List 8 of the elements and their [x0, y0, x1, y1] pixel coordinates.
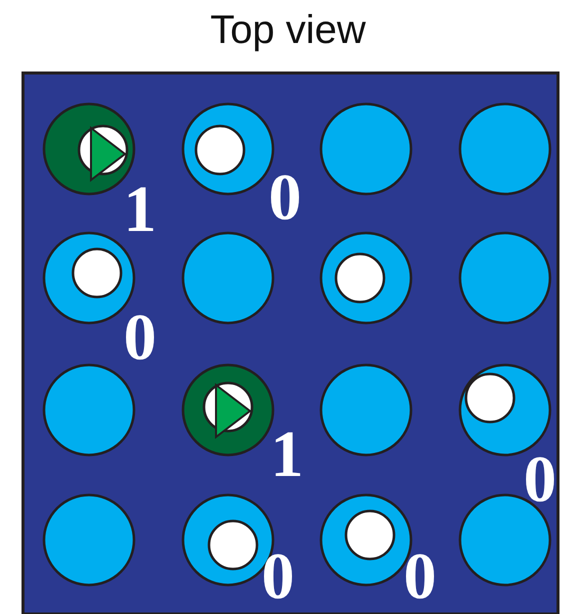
well-count-label: 0	[124, 305, 156, 371]
well-count-label: 0	[404, 544, 436, 610]
well-count-label: 0	[268, 165, 302, 231]
well-count-label: 1	[270, 422, 304, 488]
well-count-label: 0	[262, 544, 294, 610]
well-count-label: 1	[124, 177, 156, 243]
well-count-label: 0	[524, 447, 556, 513]
title: Top view	[210, 8, 366, 53]
